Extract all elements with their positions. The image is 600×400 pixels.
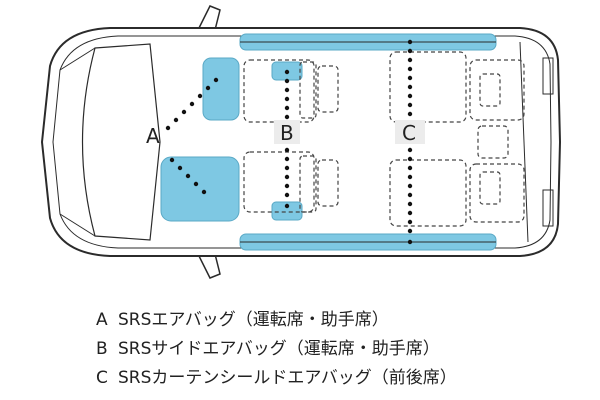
marker-c-background [395,120,425,144]
rear-lamp-bottom [542,189,554,227]
rear-lamp-top [542,57,554,95]
legend-key-b: B [96,339,108,359]
marker-label-a: A [146,124,160,148]
windshield [81,43,161,241]
airbag-legend: A SRSエアバッグ（運転席・助手席） B SRSサイドエアバッグ（運転席・助手席）… [96,306,457,393]
rear-window-line [519,41,529,243]
airbag-layout-diagram: A B C [40,5,562,279]
front-seat-bottom [243,151,339,213]
legend-item-c: C SRSカーテンシールドエアバッグ（前後席） [96,364,457,393]
rear-seats [389,51,525,227]
legend-item-b: B SRSサイドエアバッグ（運転席・助手席） [96,335,457,364]
legend-text-a: SRSエアバッグ（運転席・助手席） [118,310,389,330]
marker-label-b: B [280,121,294,145]
marker-b-background [274,120,300,144]
side-airbag-bottom [271,201,303,221]
legend-item-a: A SRSエアバッグ（運転席・助手席） [96,306,457,335]
indicator-chain-a [165,77,219,195]
legend-text-c: SRSカーテンシールドエアバッグ（前後席） [118,368,457,388]
marker-label-c: C [402,121,416,145]
front-airbag-driver [202,57,240,121]
front-airbag-passenger [160,156,240,222]
indicator-chain-b [284,69,290,209]
legend-key-c: C [96,368,108,388]
legend-key-a: A [96,310,108,330]
car-body-inner-line [52,35,552,249]
indicator-chain-c [407,39,413,245]
legend-text-b: SRSサイドエアバッグ（運転席・助手席） [118,339,440,359]
